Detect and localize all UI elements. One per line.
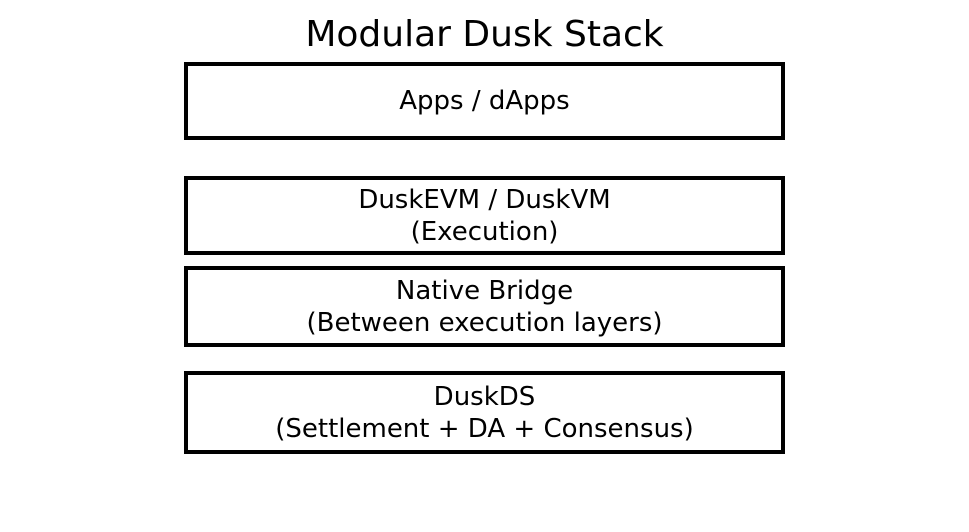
stack-box-apps-label: Apps / dApps	[399, 86, 570, 116]
diagram-title: Modular Dusk Stack	[305, 14, 664, 55]
stack-box-apps: Apps / dApps	[184, 62, 785, 140]
stack-box-execution-label: DuskEVM / DuskVM	[358, 184, 611, 215]
stack-box-duskds: DuskDS (Settlement + DA + Consensus)	[184, 371, 785, 454]
stack-box-duskds-sublabel: (Settlement + DA + Consensus)	[275, 413, 694, 444]
stack-box-execution-sublabel: (Execution)	[410, 216, 559, 247]
stack-box-native-bridge-label: Native Bridge	[395, 275, 574, 306]
stack-box-duskds-label: DuskDS	[433, 381, 536, 412]
stack-box-native-bridge-sublabel: (Between execution layers)	[306, 307, 663, 338]
stack-box-native-bridge: Native Bridge (Between execution layers)	[184, 266, 785, 347]
stack-box-execution: DuskEVM / DuskVM (Execution)	[184, 176, 785, 255]
